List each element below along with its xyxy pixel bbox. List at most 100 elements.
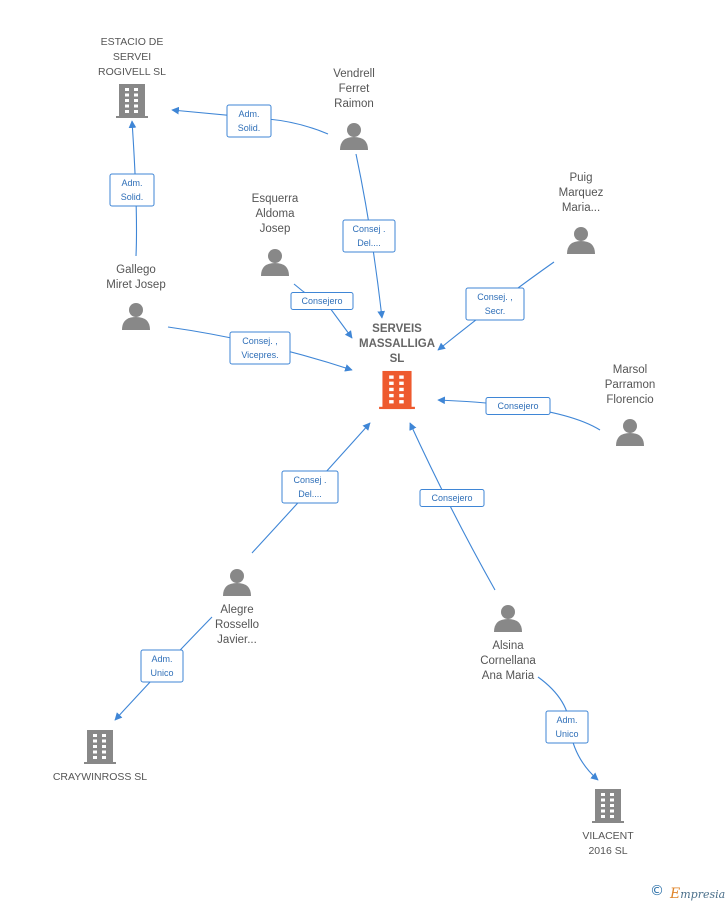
edge-label-marsol-central: Consejero — [485, 397, 551, 415]
node-label-line: VILACENT — [582, 830, 634, 842]
node-label-line: Raimon — [334, 98, 374, 110]
edge-label-text: Solid. — [121, 192, 144, 202]
person-icon — [261, 249, 289, 276]
node-label-line: Ferret — [339, 83, 370, 95]
edge-label-text: Unico — [555, 729, 578, 739]
edge-label-text: Unico — [150, 668, 173, 678]
edge-label-text: Solid. — [238, 123, 261, 133]
node-label-line: Marsol — [613, 364, 648, 376]
node-vilacent[interactable]: VILACENT 2016 SL — [582, 789, 634, 857]
edge-label-box — [290, 292, 354, 310]
edge-label-text: Consej . — [293, 475, 326, 485]
person-icon — [223, 569, 251, 596]
edge-label-box — [281, 470, 339, 504]
node-central[interactable]: SERVEIS MASSALLIGA SL — [359, 323, 435, 410]
node-label-line: SERVEIS — [372, 323, 422, 335]
node-label-line: Javier... — [217, 634, 257, 646]
brand-initial: E — [670, 886, 681, 902]
edge-label-gallego-central: Consej. , Vicepres. — [229, 331, 291, 365]
edge-label-box — [419, 489, 485, 507]
edge-label-esquerra-central: Consejero — [290, 292, 354, 310]
node-label-line: Vendrell — [333, 68, 375, 80]
edge-label-box — [545, 710, 589, 744]
node-alegre[interactable]: AlegreRosselloJavier... — [215, 569, 259, 646]
node-label-line: 2016 SL — [588, 845, 627, 857]
node-label-line: Maria... — [562, 202, 600, 214]
node-label-line: Rossello — [215, 619, 259, 631]
person-icon — [340, 123, 368, 150]
building-icon — [379, 370, 415, 410]
edge-label-box — [109, 173, 155, 207]
node-label-line: ROGIVELL SL — [98, 66, 166, 78]
edge-label-text: Del.... — [298, 489, 322, 499]
edge-label-text: Consej. , — [242, 336, 278, 346]
edge-label-box — [342, 219, 396, 253]
edge-line — [409, 422, 496, 591]
node-label-line: Alegre — [220, 604, 253, 616]
edge-label-alsina-central: Consejero — [419, 489, 485, 507]
copyright-symbol: © — [650, 883, 664, 899]
edge-label-alegre-craywinross: Adm. Unico — [140, 649, 184, 683]
building-icon — [592, 789, 624, 823]
edge-label-alsina-vilacent: Adm. Unico — [545, 710, 589, 744]
person-icon — [494, 605, 522, 632]
person-icon — [567, 227, 595, 254]
node-label-line: MASSALLIGA — [359, 338, 435, 350]
node-craywinross[interactable]: CRAYWINROSS SL — [53, 730, 147, 783]
edge-label-gallego-estacio: Adm. Solid. — [109, 173, 155, 207]
edge-label-text: Adm. — [238, 109, 259, 119]
node-label-line: CRAYWINROSS SL — [53, 771, 147, 783]
node-label-line: Florencio — [606, 394, 653, 406]
node-label-line: ESTACIO DE — [101, 36, 164, 48]
node-label-line: Josep — [260, 223, 291, 235]
node-label-line: SL — [390, 353, 405, 365]
edge-label-vendrell-estacio: Adm. Solid. — [226, 104, 272, 138]
node-puig[interactable]: PuigMarquezMaria... — [559, 172, 604, 254]
edge-label-text: Vicepres. — [241, 350, 278, 360]
node-label-line: Ana Maria — [482, 670, 535, 682]
node-label-line: Miret Josep — [106, 279, 165, 291]
building-icon — [84, 730, 116, 764]
edge-alsina-central — [409, 422, 496, 591]
person-icon — [122, 303, 150, 330]
edge-label-text: Consejero — [431, 493, 472, 503]
edge-label-text: Adm. — [121, 178, 142, 188]
edge-label-text: Secr. — [485, 306, 506, 316]
node-label-line: Esquerra — [252, 193, 299, 205]
node-estacio[interactable]: ESTACIO DE SERVEI ROGIVELL SL — [98, 36, 166, 118]
node-label-line: Parramon — [605, 379, 656, 391]
node-label-line: Aldoma — [256, 208, 296, 220]
edge-label-box — [465, 287, 525, 321]
node-label-line: Cornellana — [480, 655, 536, 667]
node-label-line: Alsina — [492, 640, 524, 652]
edge-label-box — [485, 397, 551, 415]
node-label-line: Marquez — [559, 187, 604, 199]
edge-label-text: Consejero — [497, 401, 538, 411]
edge-label-vendrell-central: Consej . Del.... — [342, 219, 396, 253]
edge-label-box — [140, 649, 184, 683]
person-icon — [616, 419, 644, 446]
edge-label-text: Consejero — [301, 296, 342, 306]
edge-label-text: Adm. — [151, 654, 172, 664]
brand-name: mpresia — [680, 888, 726, 901]
edge-label-puig-central: Consej. , Secr. — [465, 287, 525, 321]
edge-label-text: Consej . — [352, 224, 385, 234]
edge-label-box — [226, 104, 272, 138]
edge-label-alegre-central: Consej . Del.... — [281, 470, 339, 504]
node-label-line: SERVEI — [113, 51, 151, 63]
node-label-line: Puig — [569, 172, 592, 184]
nodes-layer: SERVEIS MASSALLIGA SL ESTACIO DE SERVEI ROGIV… — [53, 36, 655, 857]
building-icon — [116, 84, 148, 118]
brand-logo: Empresia — [670, 886, 725, 902]
edge-label-text: Adm. — [556, 715, 577, 725]
edge-label-box — [229, 331, 291, 365]
node-label-line: Gallego — [116, 264, 156, 276]
edge-label-text: Consej. , — [477, 292, 513, 302]
edge-label-text: Del.... — [357, 238, 381, 248]
